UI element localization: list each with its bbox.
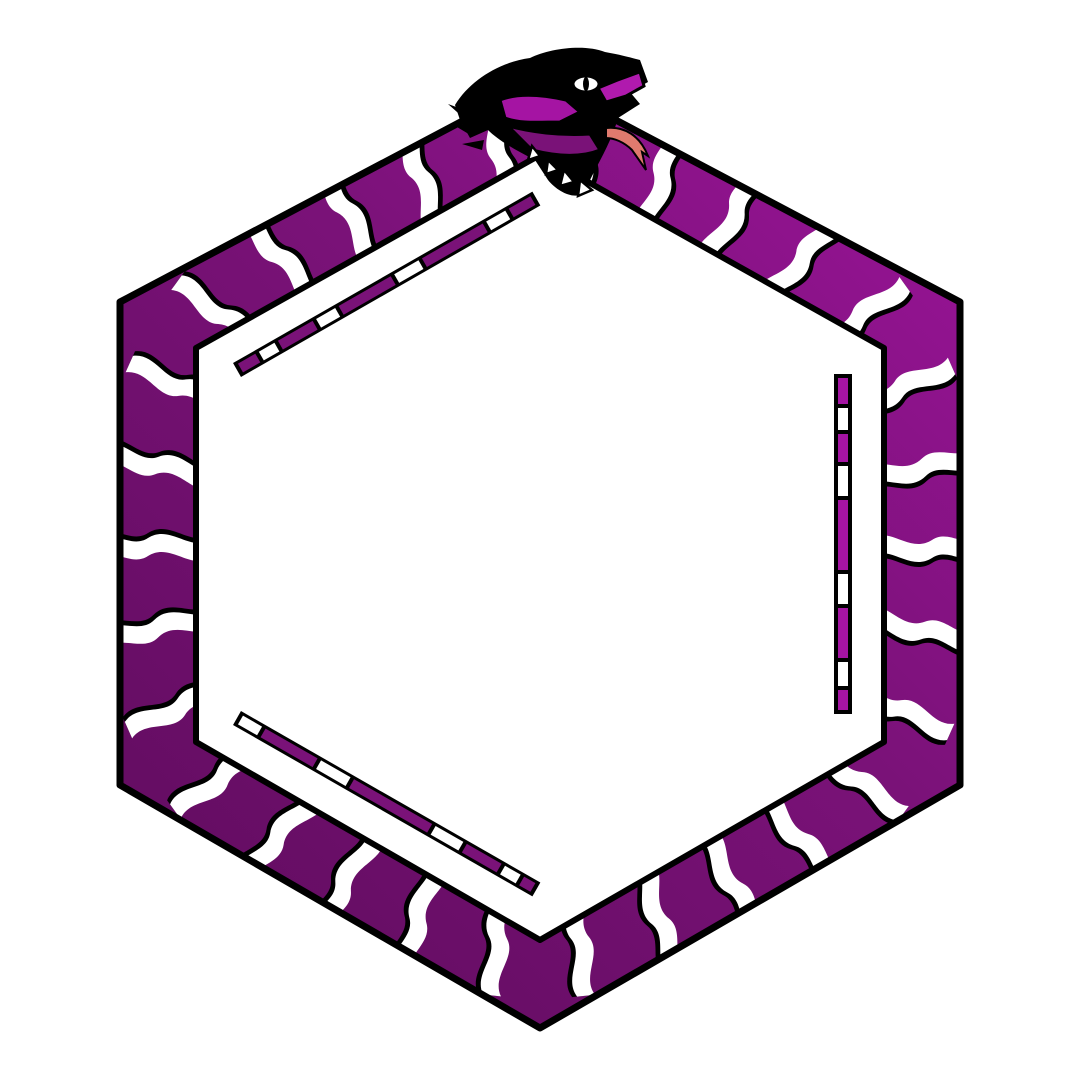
bar-segment xyxy=(394,260,424,283)
bar-segment xyxy=(838,408,848,430)
bar-segment xyxy=(486,210,511,231)
bar-segment xyxy=(349,779,433,833)
body-stripe xyxy=(860,446,960,493)
bar-segment xyxy=(316,760,351,786)
bar-segment xyxy=(277,320,318,350)
bar-segment xyxy=(258,342,280,361)
bar-segment xyxy=(338,276,396,315)
bar-segment xyxy=(838,378,848,404)
bar-segment xyxy=(500,865,521,884)
segmented-bar-lower-left xyxy=(233,711,541,897)
bar-segment xyxy=(838,434,848,462)
bar-segment xyxy=(316,308,341,328)
body-stripe xyxy=(120,528,210,562)
bar-segment xyxy=(430,825,464,851)
inner-hexagon-panel xyxy=(193,152,887,943)
body-stripe xyxy=(120,603,220,650)
bar-segment xyxy=(421,223,488,267)
body-stripe xyxy=(870,534,960,568)
body-stripe xyxy=(120,438,220,491)
bar-segment xyxy=(508,196,536,218)
bar-segment xyxy=(838,662,848,686)
bar-segment xyxy=(838,574,848,604)
bar-segment xyxy=(237,353,261,373)
fang-icon xyxy=(526,143,595,199)
segmented-bar-upper-left xyxy=(233,191,541,377)
body-stripe xyxy=(860,605,960,658)
bar-segment xyxy=(260,728,318,768)
bar-segment xyxy=(838,466,848,496)
outer-hexagon-outline xyxy=(116,76,964,1032)
bar-segment xyxy=(519,876,536,892)
bar-segment xyxy=(838,690,848,710)
bar-segment xyxy=(838,608,848,658)
bar-segment xyxy=(237,715,263,736)
bar-segment xyxy=(461,843,502,873)
serpent-head-icon xyxy=(448,47,651,199)
segmented-bar-right xyxy=(834,374,852,714)
forked-tongue-icon xyxy=(605,126,651,171)
bar-segment xyxy=(838,500,848,570)
